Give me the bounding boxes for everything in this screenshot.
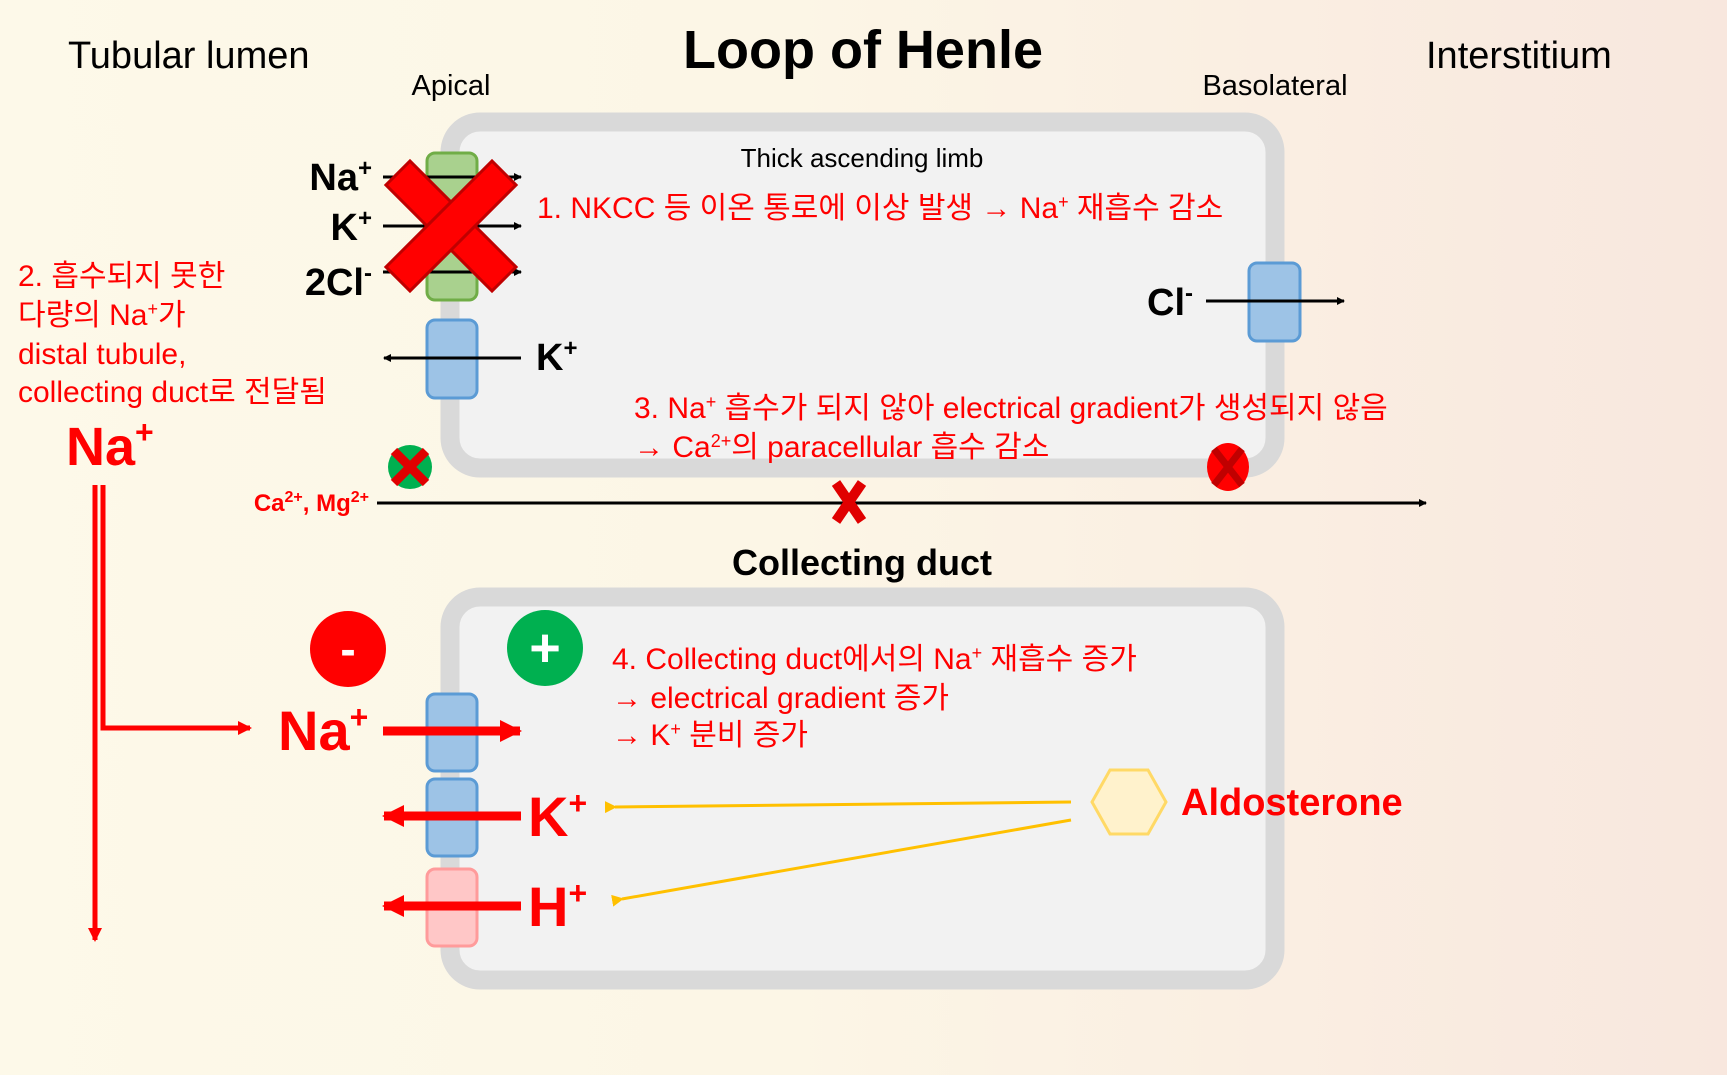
blocked-paracellular-x-icon <box>831 480 867 524</box>
blocked-red-circle-icon <box>1207 443 1249 491</box>
ion-h-collecting: H+ <box>528 875 587 938</box>
na-delivered: Na+ <box>66 414 154 477</box>
plus-charge-icon: + <box>507 610 583 686</box>
svg-text:-: - <box>340 623 355 675</box>
note-1: 1. NKCC 등 이온 통로에 이상 발생 → Na+ 재흡수 감소 <box>537 192 1223 225</box>
region-tubular-lumen: Tubular lumen <box>68 35 310 77</box>
na-to-collecting-duct-arrow <box>100 485 252 735</box>
blocked-x-icon <box>383 158 519 294</box>
aldosterone-to-h-arrow <box>611 818 1072 907</box>
note-3: 3. Na+ 흡수가 되지 않아 electrical gradient가 생성… <box>634 392 1388 425</box>
note-2-line-3: distal tubule, <box>18 338 186 371</box>
ion-k: K+ <box>331 205 372 249</box>
aldosterone-hexagon-icon <box>1090 768 1168 836</box>
blocked-green-circle-icon <box>388 445 432 489</box>
ca-mg-label: Ca2+, Mg2+ <box>254 489 369 517</box>
ion-na: Na+ <box>309 155 372 199</box>
ion-cl-out: Cl- <box>1147 280 1193 324</box>
ion-2cl: 2Cl- <box>305 260 372 304</box>
note-2-line-2: 다량의 Na+가 <box>18 299 186 332</box>
page-title: Loop of Henle <box>683 20 1043 80</box>
cell-label-collecting-duct: Collecting duct <box>732 542 992 583</box>
aldosterone-to-k-arrow <box>604 800 1072 814</box>
svg-text:+: + <box>529 618 561 678</box>
label-basolateral: Basolateral <box>1202 70 1347 102</box>
region-interstitium: Interstitium <box>1426 35 1612 77</box>
ion-k-out: K+ <box>536 335 577 379</box>
note-2-line-4: collecting duct로 전달됨 <box>18 376 327 409</box>
note-4-line-3: → K+ 분비 증가 <box>612 719 808 752</box>
note-2-line-1: 2. 흡수되지 못한 <box>18 260 225 293</box>
note-3-line-2: → Ca2+의 paracellular 흡수 감소 <box>634 431 1049 464</box>
note-4-line-2: → electrical gradient 증가 <box>612 682 949 715</box>
label-apical: Apical <box>412 70 491 102</box>
aldosterone-label: Aldosterone <box>1181 782 1403 824</box>
note-4-line-1: 4. Collecting duct에서의 Na+ 재흡수 증가 <box>612 643 1137 676</box>
ion-k-collecting: K+ <box>528 785 587 848</box>
ion-na-collecting: Na+ <box>278 699 368 762</box>
minus-charge-icon: - <box>310 611 386 687</box>
cell-label-thick-ascending-limb: Thick ascending limb <box>741 143 984 173</box>
